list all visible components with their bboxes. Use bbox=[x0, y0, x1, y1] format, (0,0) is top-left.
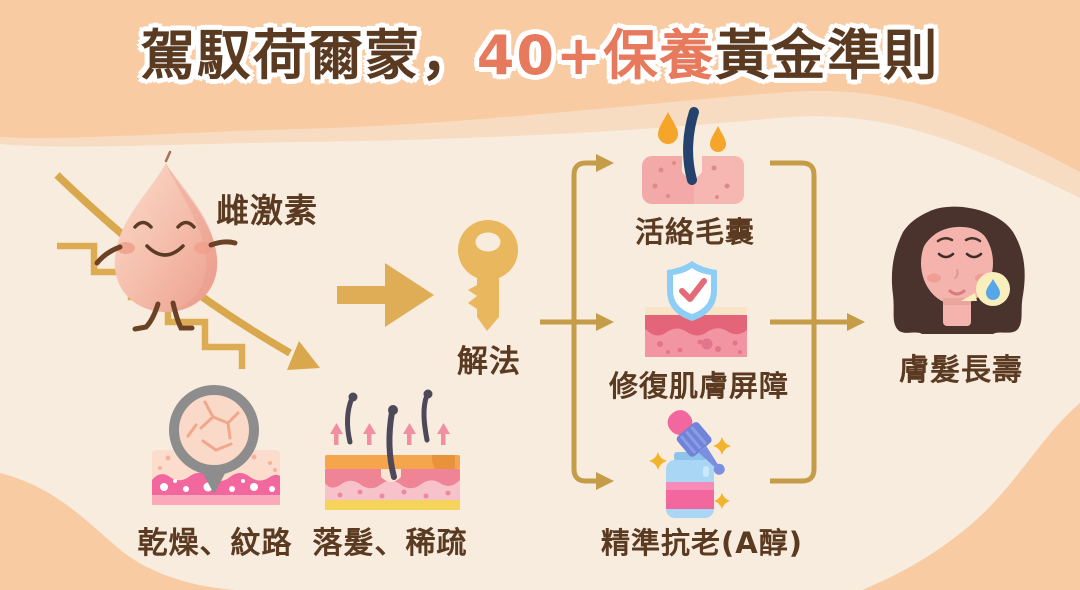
solution-retinol-label: 精準抗老(A醇) bbox=[601, 526, 803, 560]
up-arrows bbox=[330, 423, 450, 445]
sparkle bbox=[714, 493, 730, 509]
check-mark bbox=[679, 278, 707, 302]
magnifier-lens bbox=[169, 385, 259, 475]
hair-fringe bbox=[920, 208, 995, 252]
bottom-right-blob bbox=[862, 403, 1080, 590]
problem-hairloss-label: 落髮、稀疏 bbox=[312, 526, 468, 561]
closed-eye-left bbox=[937, 252, 955, 259]
woman-face-icon bbox=[891, 206, 1025, 334]
solution-follicle-label: 活絡毛囊 bbox=[634, 215, 756, 249]
retinol-dropper-bottle-icon bbox=[649, 410, 731, 518]
title-highlight: 40+保養 bbox=[476, 24, 716, 87]
title-suffix: 黃金準則 bbox=[715, 24, 940, 87]
sparkle bbox=[649, 452, 667, 470]
branch-connector-right bbox=[770, 160, 865, 484]
hair-loss-skin-icon bbox=[325, 389, 460, 510]
wrinkle-cracks bbox=[186, 400, 240, 452]
oil-droplet-right bbox=[710, 126, 726, 152]
big-right-arrow-icon bbox=[337, 263, 434, 327]
dropper bbox=[667, 410, 725, 475]
closed-eye-right bbox=[965, 252, 983, 259]
top-wave bbox=[0, 0, 1080, 172]
magnifier-dry-skin-icon bbox=[152, 385, 280, 505]
water-drop bbox=[986, 279, 1000, 300]
branch-connector-left bbox=[540, 154, 614, 490]
solution-barrier-label: 修復肌膚屏障 bbox=[608, 369, 790, 403]
outcome-label: 膚髮長壽 bbox=[899, 353, 1023, 388]
hair-strand bbox=[683, 107, 699, 185]
hair-follicle-icon bbox=[642, 107, 744, 204]
page-title: 駕馭荷爾蒙，40+保養黃金準則 bbox=[0, 26, 1080, 85]
smile-mouth bbox=[948, 289, 966, 296]
solution-key-label: 解法 bbox=[457, 344, 521, 380]
estrogen-droplet-character bbox=[94, 150, 238, 332]
bottom-left-blob bbox=[0, 473, 235, 590]
key-icon bbox=[458, 220, 518, 331]
title-prefix: 駕馭荷爾蒙， bbox=[140, 24, 477, 87]
closed-eye-right bbox=[176, 220, 196, 229]
estrogen-label: 雌激素 bbox=[216, 191, 318, 230]
sparkle bbox=[713, 437, 731, 455]
oil-droplet-left bbox=[658, 112, 678, 144]
smile-mouth bbox=[145, 244, 185, 257]
closed-eye-left bbox=[133, 220, 153, 229]
problem-dryness-label: 乾燥、紋路 bbox=[137, 526, 293, 561]
water-drop-badge-icon bbox=[961, 272, 1010, 306]
shield-skin-barrier-icon bbox=[645, 261, 747, 357]
